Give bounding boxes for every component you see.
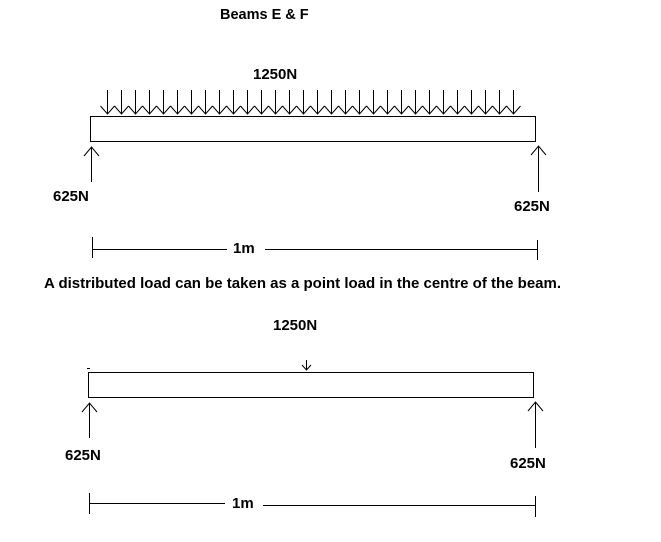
caption: A distributed load can be taken as a poi… xyxy=(44,275,562,292)
bottom-load-label: 1250N xyxy=(273,317,318,334)
top-load-label: 1250N xyxy=(253,66,298,83)
bottom-left-reaction-arrow-icon xyxy=(81,402,98,438)
top-left-reaction-label: 625N xyxy=(53,188,89,205)
bottom-left-reaction-label: 625N xyxy=(65,447,101,464)
point-load-arrow-icon xyxy=(301,360,312,371)
distributed-load-arrows-icon xyxy=(100,90,521,115)
bottom-right-reaction-arrow-icon xyxy=(527,401,544,448)
bottom-span-label: 1m xyxy=(232,495,254,512)
top-span-label: 1m xyxy=(233,240,255,257)
top-right-reaction-arrow-icon xyxy=(530,145,547,192)
top-left-reaction-arrow-icon xyxy=(83,146,100,182)
top-span-dimension-icon xyxy=(92,237,538,260)
bottom-right-reaction-label: 625N xyxy=(510,455,546,472)
top-right-reaction-label: 625N xyxy=(514,198,550,215)
beam-top-body xyxy=(90,116,536,142)
bottom-span-dimension-icon xyxy=(89,493,536,517)
beam-bottom-body xyxy=(88,372,534,398)
diagram-title: Beams E & F xyxy=(220,7,309,23)
